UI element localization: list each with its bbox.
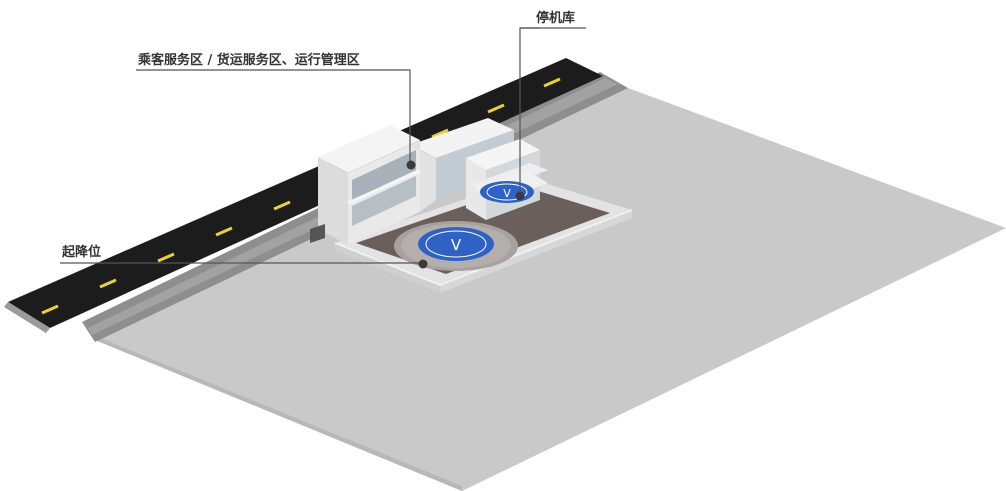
landing-pad-blue-circle bbox=[418, 227, 494, 261]
callout-service-zones: 乘客服务区 / 货运服务区、运行管理区 bbox=[136, 52, 416, 170]
landing-pad-label: 起降位 bbox=[61, 244, 101, 260]
callout-landing-pad: 起降位 bbox=[60, 244, 428, 269]
landing-pad-v-mark: V bbox=[451, 236, 462, 254]
landing-pad-slab-front bbox=[440, 210, 632, 293]
landing-pad-circle-inner-line bbox=[425, 230, 487, 258]
ground-slab bbox=[95, 82, 1006, 491]
hangar-label: 停机库 bbox=[536, 10, 575, 26]
callout-landing-pad-dot bbox=[418, 259, 428, 269]
lane-markings bbox=[41, 77, 561, 315]
landing-pad-slab-side bbox=[335, 243, 440, 293]
service-building bbox=[310, 125, 421, 245]
glass-railing bbox=[334, 209, 633, 287]
hangar-pad-inner-line bbox=[486, 183, 528, 201]
ground-slab-edge bbox=[95, 337, 462, 491]
callout-service-zones-dot bbox=[406, 160, 416, 170]
road bbox=[8, 58, 603, 328]
callout-service-zones-leader bbox=[136, 69, 411, 164]
hangar-pad-v-mark: V bbox=[503, 187, 511, 200]
road-shoulder bbox=[4, 302, 50, 333]
service-zones-label: 乘客服务区 / 货运服务区、运行管理区 bbox=[137, 52, 360, 68]
callout-hangar-dot bbox=[515, 191, 525, 201]
callout-hangar: 停机库 bbox=[515, 10, 586, 201]
